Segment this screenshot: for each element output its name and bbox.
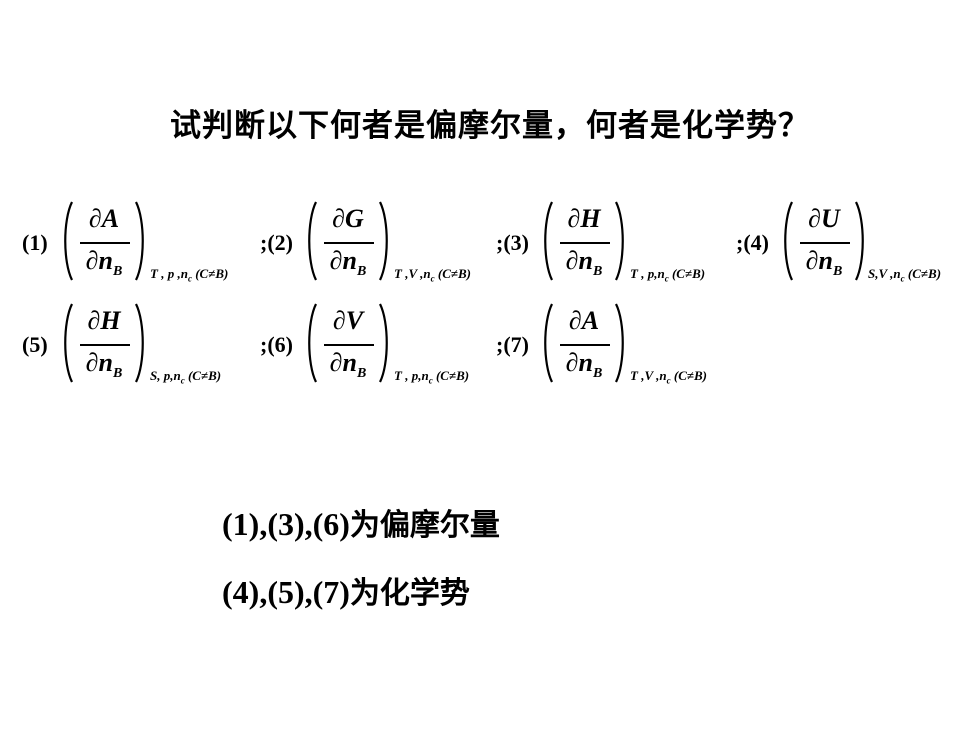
page-title: 试判断以下何者是偏摩尔量，何者是化学势？ [170,108,810,144]
denominator: ∂nB [329,246,367,280]
left-paren-icon [64,201,73,281]
left-paren-icon [308,201,317,281]
numerator: ∂V [332,306,364,335]
left-paren-icon [544,201,553,281]
numerator: ∂H [87,306,121,335]
fraction-bar [324,242,374,244]
answer-line-1: (1),(3),(6)为偏摩尔量 [222,500,500,544]
condition-subscript: T , p ,nc (C≠B) [150,266,229,284]
right-paren-icon [379,303,388,383]
left-paren-icon [544,303,553,383]
partial-derivative: ∂H ∂nB T , p,nc (C≠B) [540,198,705,288]
numerator: ∂G [332,204,364,233]
denominator: ∂nB [565,348,603,382]
condition-subscript: T , p,nc (C≠B) [394,368,470,386]
condition-subscript: T ,V ,nc (C≠B) [630,368,708,386]
partial-derivative: ∂V ∂nB T , p,nc (C≠B) [304,300,469,390]
formula-row-2: (5) ∂H ∂nB S, p,nc (C≠B) ;(6) ∂V ∂nB T ,… [0,300,980,390]
partial-derivative: ∂A ∂nB T ,V ,nc (C≠B) [540,300,707,390]
formula-row-1: (1) ∂A ∂nB T , p ,nc (C≠B) ;(2) ∂G ∂nB T… [0,198,980,288]
formula-label: (1) [22,230,48,255]
formula-label: ;(4) [736,230,769,255]
numerator: ∂A [568,306,600,335]
partial-derivative: ∂U ∂nB S,V ,nc (C≠B) [780,198,941,288]
fraction-bar [560,344,610,346]
right-paren-icon [615,303,624,383]
partial-derivative: ∂G ∂nB T ,V ,nc (C≠B) [304,198,471,288]
left-paren-icon [308,303,317,383]
fraction-bar [324,344,374,346]
numerator: ∂A [88,204,120,233]
right-paren-icon [135,303,144,383]
answer-text: 为化学势 [349,576,470,611]
condition-subscript: T ,V ,nc (C≠B) [394,266,472,284]
partial-derivative: ∂H ∂nB S, p,nc (C≠B) [60,300,221,390]
right-paren-icon [135,201,144,281]
formula-label: ;(7) [496,332,529,357]
answer-text: 为偏摩尔量 [349,508,500,543]
right-paren-icon [379,201,388,281]
formula-label: ;(3) [496,230,529,255]
right-paren-icon [615,201,624,281]
partial-derivative: ∂A ∂nB T , p ,nc (C≠B) [60,198,228,288]
denominator: ∂nB [805,246,843,280]
denominator: ∂nB [85,246,123,280]
condition-subscript: S,V ,nc (C≠B) [868,266,942,284]
denominator: ∂nB [85,348,123,382]
formula-label: ;(2) [260,230,293,255]
formula-label: ;(6) [260,332,293,357]
condition-subscript: S, p,nc (C≠B) [150,368,222,386]
left-paren-icon [784,201,793,281]
fraction-bar [800,242,850,244]
formula-label: (5) [22,332,48,357]
denominator: ∂nB [329,348,367,382]
numerator: ∂U [808,204,840,233]
numerator: ∂H [567,204,601,233]
fraction-bar [560,242,610,244]
condition-subscript: T , p,nc (C≠B) [630,266,706,284]
fraction-bar [80,344,130,346]
answer-items: (4),(5),(7) [222,574,350,610]
denominator: ∂nB [565,246,603,280]
answer-line-2: (4),(5),(7)为化学势 [222,568,470,612]
left-paren-icon [64,303,73,383]
right-paren-icon [855,201,864,281]
answer-items: (1),(3),(6) [222,506,350,542]
fraction-bar [80,242,130,244]
